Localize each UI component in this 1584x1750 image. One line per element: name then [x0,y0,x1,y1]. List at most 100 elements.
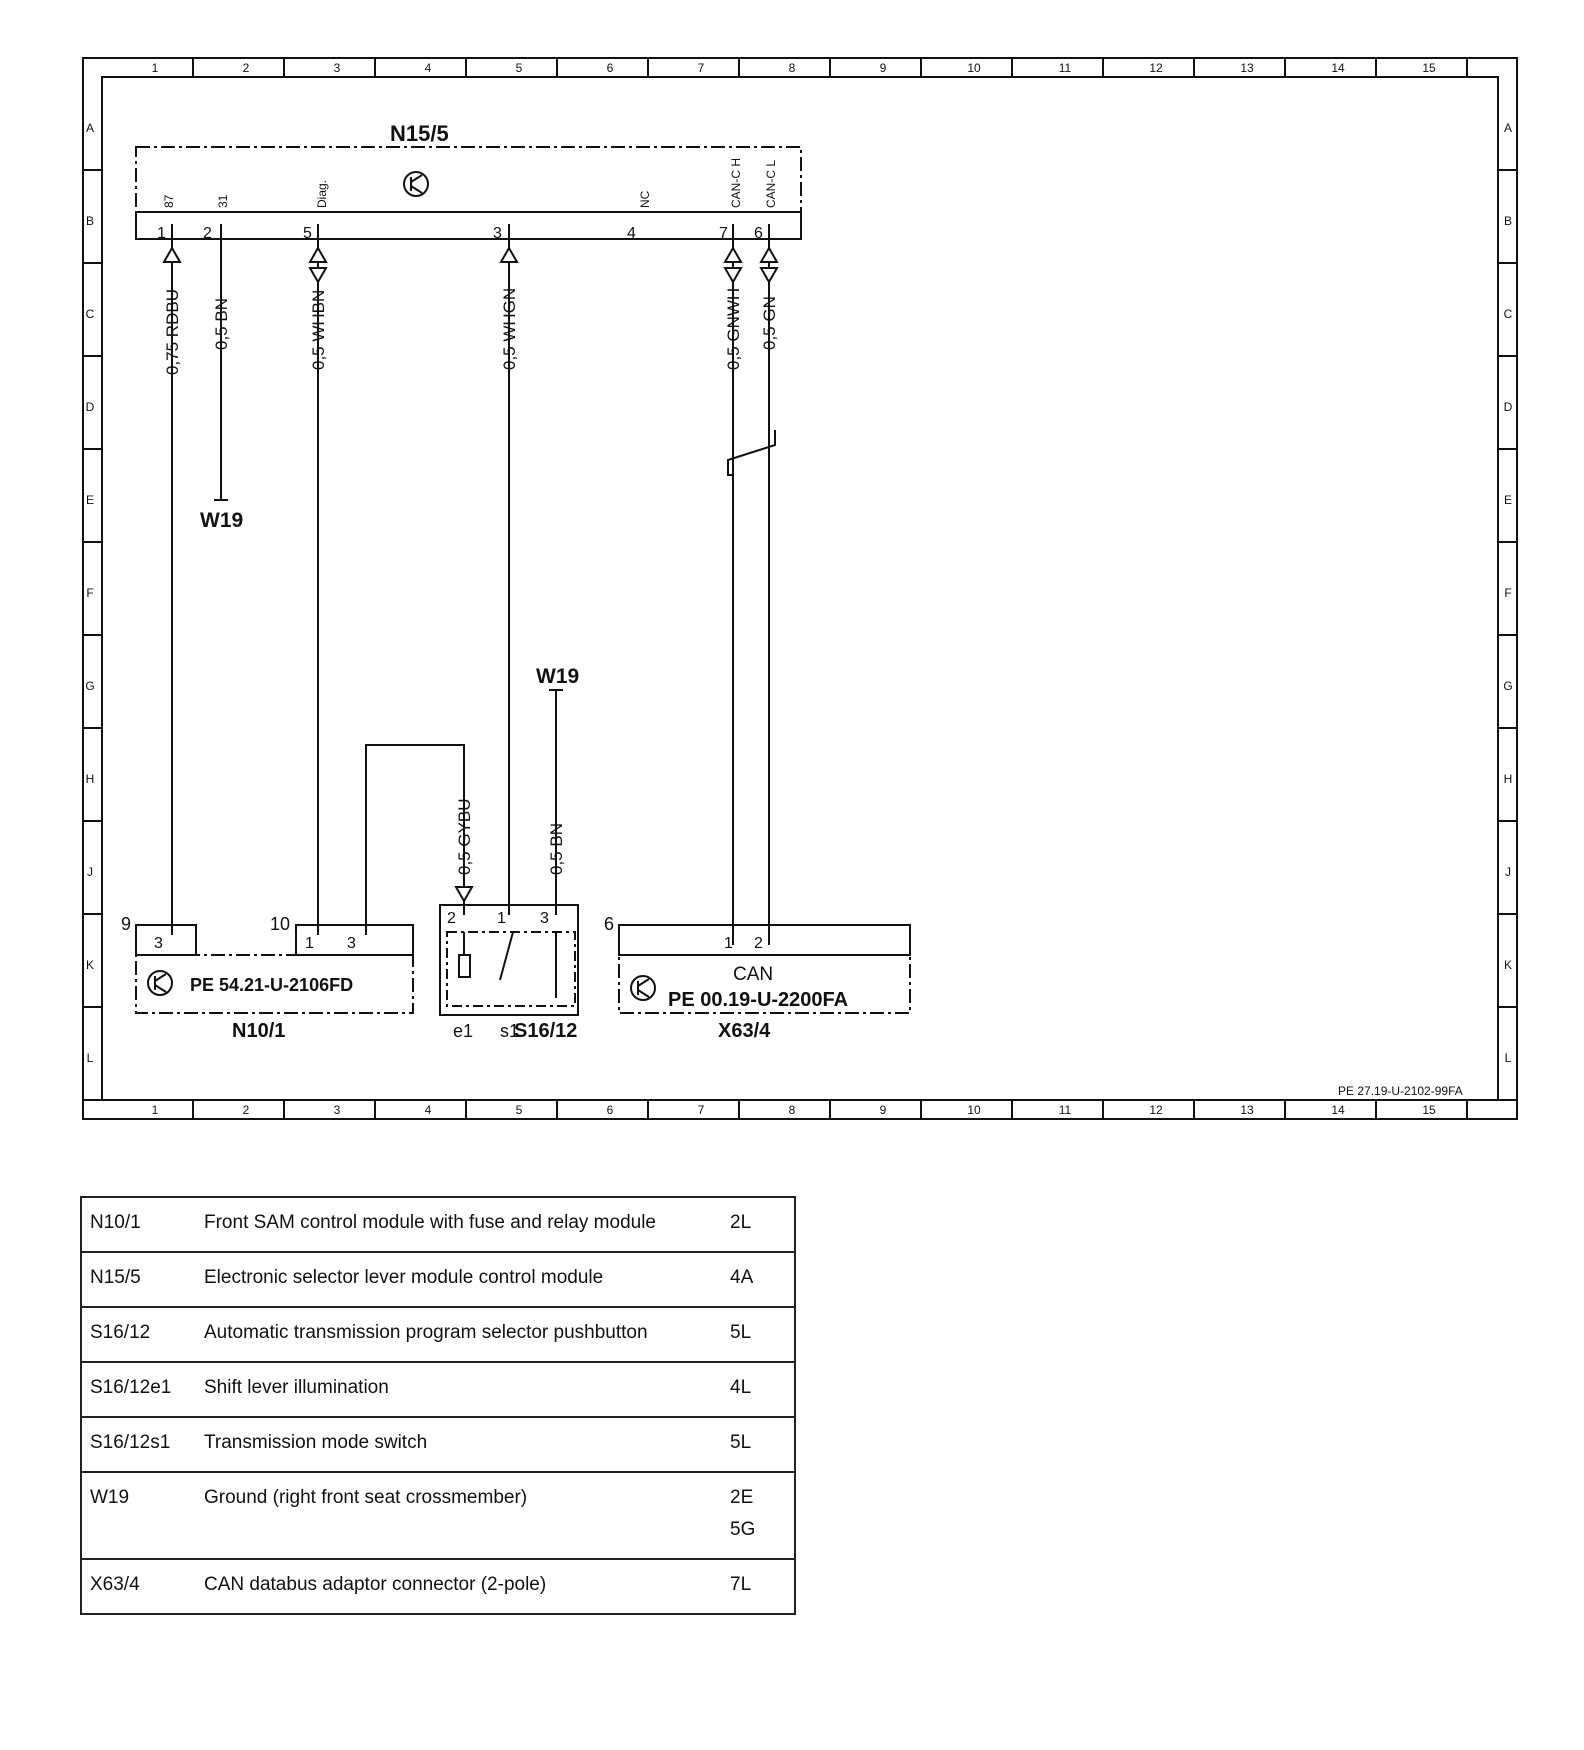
grid-row-B: B [86,214,94,228]
grid-marks: 1122334455667788991010111112121313141415… [83,58,1517,1119]
pin-num-4: 4 [627,225,636,242]
grid-col-2: 2 [243,1103,250,1117]
grid-col-5: 5 [516,1103,523,1117]
pin-num-6: 6 [754,225,763,242]
wires [162,224,779,945]
legend-code: N15/5 [81,1251,196,1308]
pin-name-87: 87 [162,194,176,208]
grid-row-E: E [1504,493,1512,507]
svg-text:X63/4: X63/4 [718,1020,771,1042]
svg-text:1: 1 [497,910,506,927]
w19-label-top: W19 [200,509,243,532]
grid-row-K: K [1504,958,1512,972]
grid-row-H: H [1504,772,1513,786]
legend-description: Transmission mode switch [196,1416,722,1473]
legend-code: N10/1 [81,1196,196,1253]
grid-col-15: 15 [1422,1103,1436,1117]
wire-label-3: 0,5 WHBN [309,290,328,370]
grid-col-8: 8 [789,61,796,75]
grid-col-6: 6 [607,1103,614,1117]
grid-col-13: 13 [1240,61,1254,75]
pin-num-5: 5 [303,225,312,242]
grid-col-3: 3 [334,61,341,75]
svg-text:PE 00.19-U-2200FA: PE 00.19-U-2200FA [668,989,848,1011]
grid-col-6: 6 [607,61,614,75]
grid-row-K: K [86,958,94,972]
grid-row-L: L [87,1051,94,1065]
legend-location: 4A [722,1251,795,1308]
grid-row-J: J [87,865,93,879]
wire-label-5: 0,5 GNWH [724,288,743,370]
grid-row-G: G [85,679,94,693]
wire-label-1: 0,75 RDBU [163,289,182,375]
svg-text:10: 10 [270,914,290,934]
legend-code: S16/12e1 [81,1361,196,1418]
grid-col-12: 12 [1149,1103,1163,1117]
transistor-icon [403,171,429,197]
grid-row-C: C [1504,307,1513,321]
legend-location: 2L [722,1196,795,1253]
frame-inner [101,76,1499,1101]
svg-text:PE 54.21-U-2106FD: PE 54.21-U-2106FD [190,975,353,995]
n15-5-box [135,146,802,213]
svg-text:3: 3 [154,935,163,952]
grid-col-3: 3 [334,1103,341,1117]
grid-col-15: 15 [1422,61,1436,75]
grid-row-C: C [86,307,95,321]
pin-num-7: 7 [719,225,728,242]
grid-col-10: 10 [967,61,981,75]
wiring-diagram: 1122334455667788991010111112121313141415… [82,57,1518,1120]
svg-text:6: 6 [604,914,614,934]
grid-col-12: 12 [1149,61,1163,75]
grid-col-2: 2 [243,61,250,75]
legend-location: 4L [722,1361,795,1418]
svg-text:3: 3 [347,935,356,952]
grid-row-A: A [1504,121,1512,135]
wire-label-8: 0,5 BN [547,823,566,875]
grid-row-E: E [86,493,94,507]
frame-outer [82,57,1518,1120]
grid-col-1: 1 [152,61,159,75]
legend-location: 5L [722,1306,795,1363]
legend-description: Shift lever illumination [196,1361,722,1418]
svg-text:e1: e1 [453,1021,473,1041]
grid-row-D: D [1504,400,1513,414]
grid-col-11: 11 [1059,1103,1072,1117]
legend-description: Ground (right front seat crossmember) [196,1471,722,1560]
grid-col-8: 8 [789,1103,796,1117]
wire-label-6: 0,5 GN [760,296,779,350]
svg-text:3: 3 [540,910,549,927]
grid-col-13: 13 [1240,1103,1254,1117]
legend-description: Electronic selector lever module control… [196,1251,722,1308]
grid-row-L: L [1505,1051,1512,1065]
svg-text:N10/1: N10/1 [232,1020,285,1042]
svg-text:s1: s1 [500,1021,519,1041]
grid-col-7: 7 [698,61,705,75]
wire-label-4: 0,5 WHGN [500,288,519,370]
grid-row-F: F [86,586,93,600]
grid-col-7: 7 [698,1103,705,1117]
grid-row-G: G [1503,679,1512,693]
svg-text:1: 1 [305,935,314,952]
grid-col-9: 9 [880,61,887,75]
pin-num-2: 2 [203,225,212,242]
grid-row-D: D [86,400,95,414]
svg-text:2: 2 [447,910,456,927]
w19-label-mid: W19 [536,665,579,688]
n10-1-component: 9 3 10 1 3 PE 54.21-U-2106FD N10/1 [121,914,414,1042]
grid-row-F: F [1504,586,1511,600]
grid-col-10: 10 [967,1103,981,1117]
svg-text:9: 9 [121,914,131,934]
legend-description: Automatic transmission program selector … [196,1306,722,1363]
n15-5-label: N15/5 [390,121,449,146]
grid-col-14: 14 [1331,61,1345,75]
grid-col-14: 14 [1331,1103,1345,1117]
pin-name-can-h: CAN-C H [729,158,743,208]
grid-row-H: H [86,772,95,786]
